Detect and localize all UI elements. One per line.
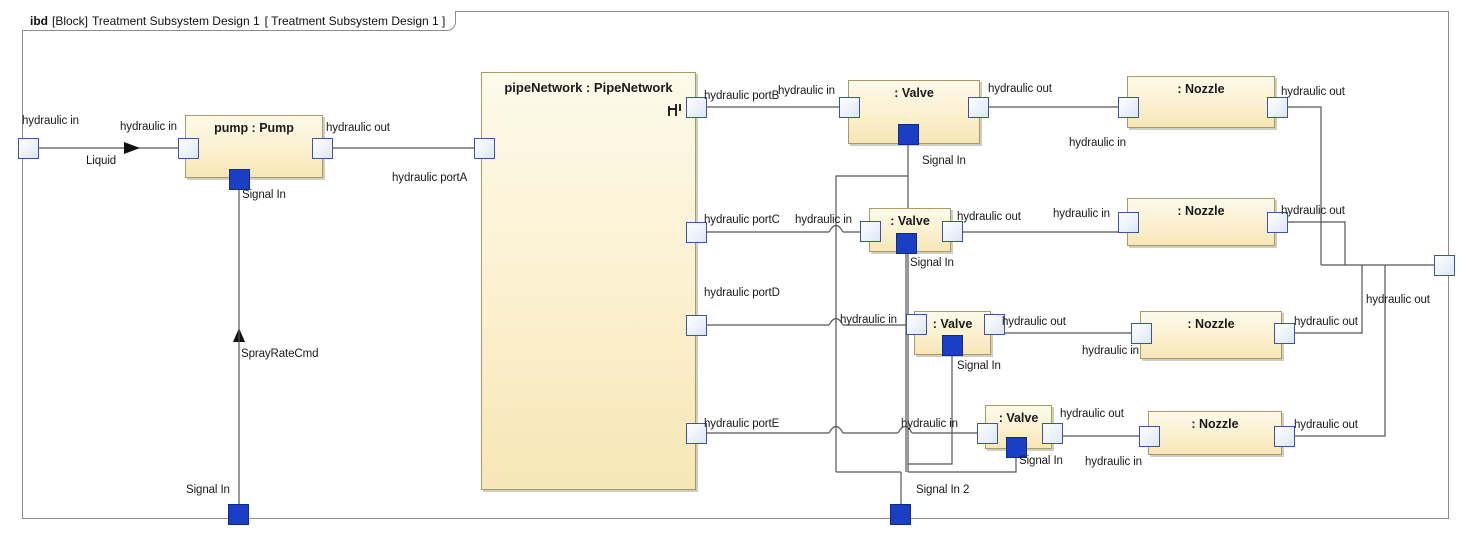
port-valve-4-signal-in[interactable] (1006, 437, 1027, 458)
label-nozzle-3-in: hydraulic in (1082, 345, 1139, 357)
port-valve-3-in[interactable] (906, 314, 927, 335)
port-valve-4-out[interactable] (1042, 423, 1063, 444)
label-pipe-network-port-b: hydraulic portB (704, 90, 780, 102)
frame-view-name: [ Treatment Subsystem Design 1 ] (264, 13, 446, 28)
label-nozzle-4-in: hydraulic in (1085, 456, 1142, 468)
block-nozzle-2[interactable]: : Nozzle (1127, 198, 1275, 246)
label-nozzle-2-out: hydraulic out (1281, 205, 1345, 217)
port-nozzle-4-in[interactable] (1139, 426, 1160, 447)
port-nozzle-2-out[interactable] (1267, 212, 1288, 233)
label-pipe-network-port-e: hydraulic portE (704, 418, 780, 430)
diagram-frame-header: ibd [Block] Treatment Subsystem Design 1… (22, 11, 457, 31)
label-valve-2-out: hydraulic out (957, 211, 1021, 223)
port-valve-2-signal-in[interactable] (896, 233, 917, 254)
block-pipe-network[interactable]: pipeNetwork : PipeNetwork (481, 72, 696, 490)
port-nozzle-2-in[interactable] (1118, 212, 1139, 233)
block-nozzle-3[interactable]: : Nozzle (1140, 311, 1282, 359)
label-frame-signal-in-2: Signal In 2 (916, 484, 970, 496)
label-frame-hydraulic-in: hydraulic in (22, 115, 79, 127)
block-valve-2-title: : Valve (890, 214, 930, 228)
label-valve-2-in: hydraulic in (795, 214, 852, 226)
port-valve-3-out[interactable] (984, 314, 1005, 335)
label-frame-signal-in: Signal In (186, 484, 230, 496)
port-nozzle-1-out[interactable] (1267, 97, 1288, 118)
block-valve-3-title: : Valve (932, 317, 973, 331)
label-pipe-network-port-c: hydraulic portC (704, 214, 780, 226)
port-frame-signal-in-2[interactable] (890, 504, 911, 525)
port-frame-signal-in[interactable] (228, 504, 249, 525)
label-valve-4-signal-in: Signal In (1019, 455, 1063, 467)
port-valve-3-signal-in[interactable] (942, 335, 963, 356)
block-nozzle-1[interactable]: : Nozzle (1127, 76, 1275, 128)
port-pipe-network-a[interactable] (474, 138, 495, 159)
label-pipe-network-port-a: hydraulic portA (392, 172, 468, 184)
label-valve-4-in: hydraulic in (901, 418, 958, 430)
label-pump-hydraulic-in: hydraulic in (120, 121, 177, 133)
port-nozzle-3-in[interactable] (1131, 323, 1152, 344)
block-nozzle-4[interactable]: : Nozzle (1148, 411, 1282, 455)
port-valve-1-in[interactable] (839, 97, 860, 118)
block-pipe-network-title: pipeNetwork : PipeNetwork (504, 80, 673, 95)
port-frame-hydraulic-out[interactable] (1434, 255, 1455, 276)
port-nozzle-1-in[interactable] (1118, 97, 1139, 118)
port-valve-1-out[interactable] (968, 97, 989, 118)
port-nozzle-3-out[interactable] (1274, 323, 1295, 344)
port-nozzle-4-out[interactable] (1274, 426, 1295, 447)
port-pipe-network-c[interactable] (686, 222, 707, 243)
label-valve-4-out: hydraulic out (1060, 408, 1124, 420)
label-nozzle-2-in: hydraulic in (1053, 208, 1110, 220)
frame-block-name: Treatment Subsystem Design 1 (92, 13, 260, 28)
port-pipe-network-d[interactable] (686, 315, 707, 336)
block-valve-1-title: : Valve (894, 86, 934, 100)
label-nozzle-1-out: hydraulic out (1281, 86, 1345, 98)
label-liquid-flow: Liquid (86, 155, 117, 167)
label-frame-hydraulic-out: hydraulic out (1366, 294, 1430, 306)
port-frame-hydraulic-in[interactable] (18, 138, 39, 159)
label-nozzle-4-out: hydraulic out (1294, 419, 1358, 431)
label-nozzle-3-out: hydraulic out (1294, 316, 1358, 328)
frame-kind-label: ibd (30, 13, 48, 28)
label-pipe-network-port-d: hydraulic portD (704, 287, 780, 299)
block-nozzle-1-title: : Nozzle (1177, 82, 1225, 96)
port-valve-2-in[interactable] (860, 221, 881, 242)
label-pump-signal-in: Signal In (242, 189, 286, 201)
label-valve-3-out: hydraulic out (1002, 316, 1066, 328)
label-valve-1-out: hydraulic out (988, 83, 1052, 95)
port-pump-signal-in[interactable] (229, 169, 250, 190)
label-valve-3-signal-in: Signal In (957, 360, 1001, 372)
port-valve-2-out[interactable] (942, 221, 963, 242)
label-valve-2-signal-in: Signal In (910, 257, 954, 269)
label-valve-3-in: hydraulic in (840, 314, 897, 326)
label-valve-1-in: hydraulic in (778, 85, 835, 97)
frame-stereotype-label: [Block] (52, 13, 89, 28)
port-valve-4-in[interactable] (977, 423, 998, 444)
block-pump[interactable]: pump : Pump (185, 115, 323, 178)
port-pump-hydraulic-in[interactable] (178, 138, 199, 159)
label-nozzle-1-in: hydraulic in (1069, 137, 1126, 149)
block-nozzle-3-title: : Nozzle (1187, 317, 1235, 331)
block-pump-title: pump : Pump (214, 121, 294, 135)
label-spray-rate-cmd: SprayRateCmd (241, 348, 319, 360)
port-pump-hydraulic-out[interactable] (312, 138, 333, 159)
block-nozzle-4-title: : Nozzle (1191, 417, 1239, 431)
port-pipe-network-e[interactable] (686, 423, 707, 444)
label-valve-1-signal-in: Signal In (922, 155, 966, 167)
pipe-network-flow-icon (668, 104, 681, 116)
block-nozzle-2-title: : Nozzle (1177, 204, 1225, 218)
port-pipe-network-b[interactable] (686, 97, 707, 118)
block-valve-4-title: : Valve (998, 411, 1039, 425)
label-pump-hydraulic-out: hydraulic out (326, 122, 390, 134)
port-valve-1-signal-in[interactable] (898, 124, 919, 145)
